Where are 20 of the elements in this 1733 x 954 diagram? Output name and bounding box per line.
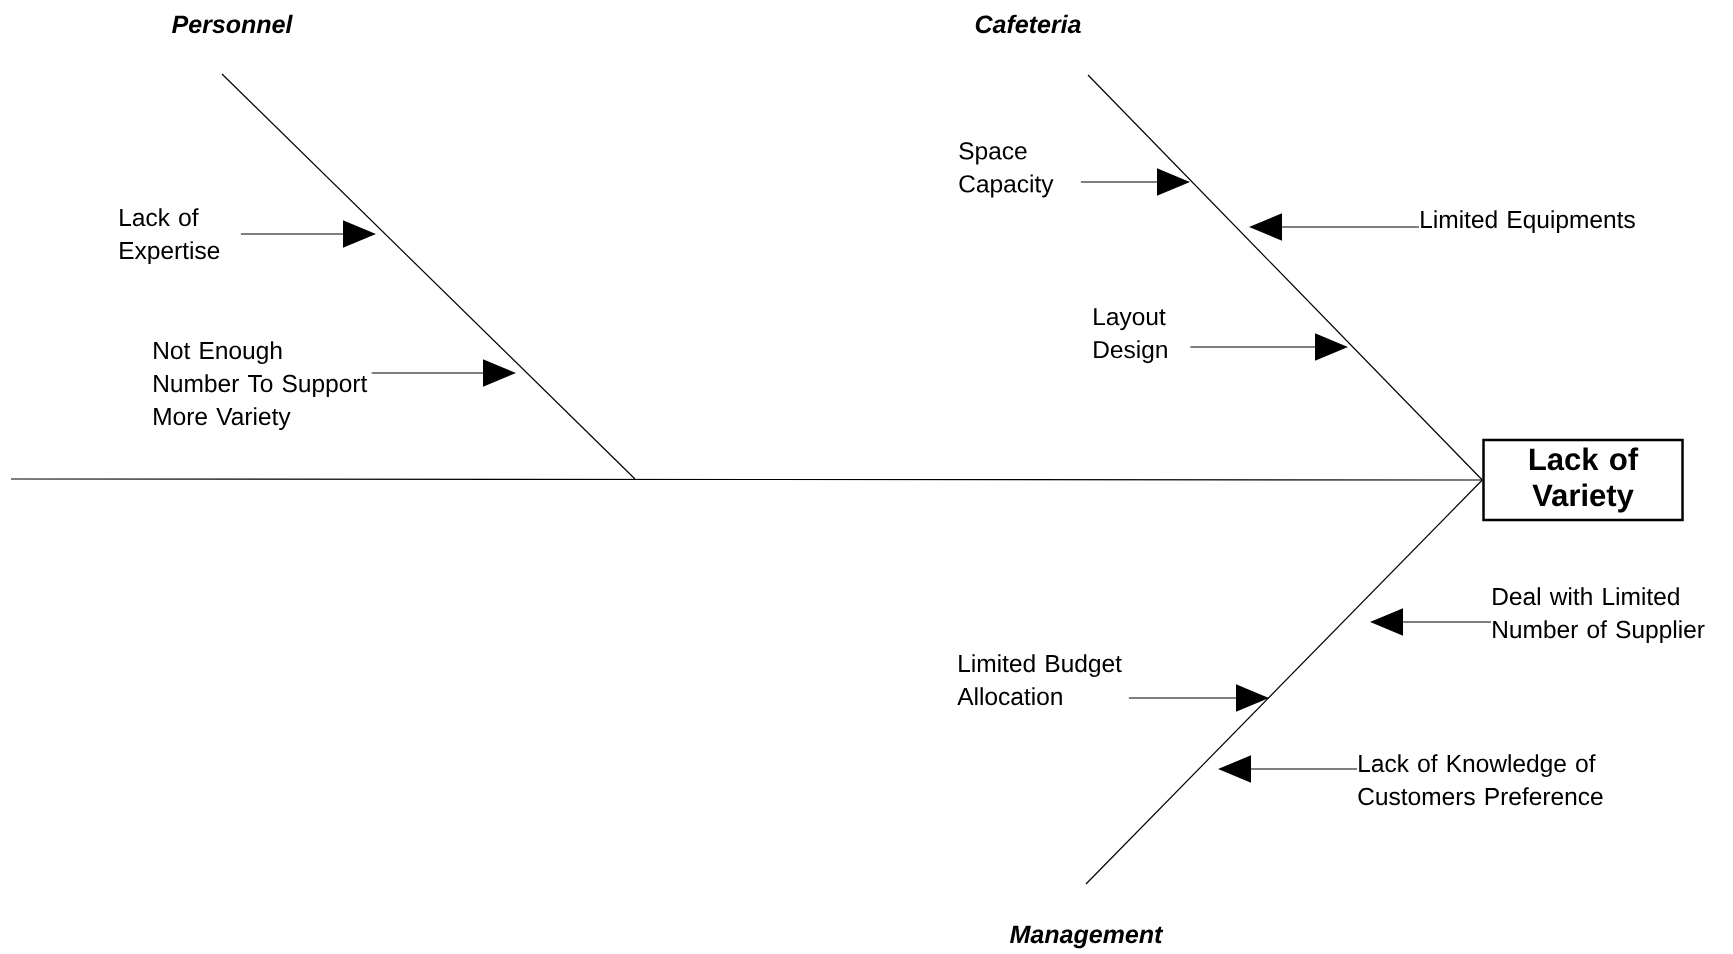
cause-label: Space Capacity — [959, 142, 1054, 198]
category-label: Cafeteria — [975, 14, 1081, 34]
category-label: Personnel — [172, 14, 293, 34]
cause-label: Deal with Limited Number of Supplier — [1493, 587, 1705, 644]
cause-label: Lack of Knowledge of Customers Preference — [1358, 754, 1603, 806]
cause-label: Limited Equipments — [1421, 210, 1635, 234]
category-label: Management — [1010, 925, 1164, 949]
arrow — [1189, 333, 1348, 361]
cause-label: Layout Design — [1094, 308, 1167, 364]
arrow — [1080, 168, 1190, 196]
bone-line — [221, 73, 636, 480]
effect-box: Lack of Variety — [1482, 438, 1684, 522]
cause-label: Limited Budget Allocation — [957, 654, 1122, 706]
spine-line — [10, 478, 1483, 481]
bone-line — [1087, 74, 1483, 481]
bone-line — [1085, 479, 1483, 885]
arrow — [1128, 684, 1269, 712]
cause-label: Not Enough Number To Support More Variety — [154, 341, 368, 431]
arrow — [240, 220, 376, 248]
cause-label: Lack of Expertise — [120, 208, 220, 265]
